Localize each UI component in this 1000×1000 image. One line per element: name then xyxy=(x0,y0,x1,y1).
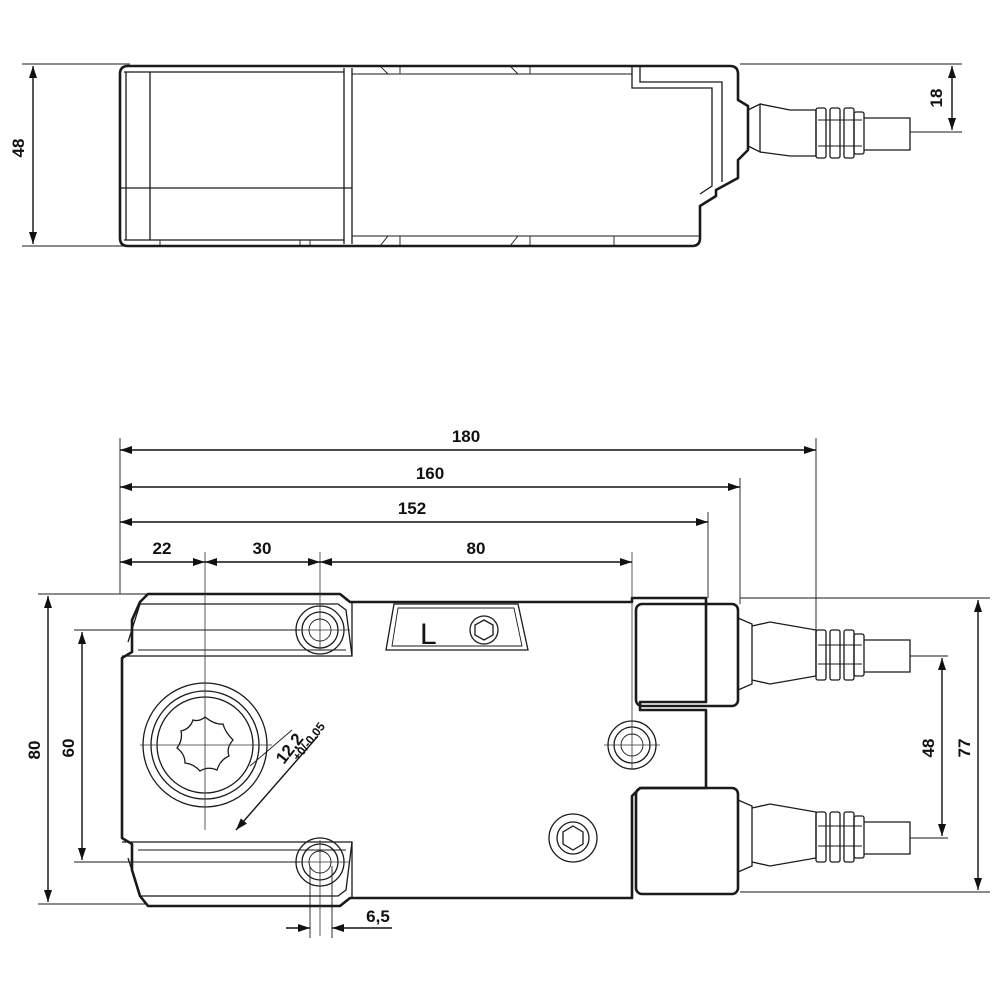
dim-connector-spacing: 48 xyxy=(919,739,938,758)
dim-overall-width: 80 xyxy=(25,741,44,760)
star-shaft-icon xyxy=(176,716,234,772)
dim-connector-width: 77 xyxy=(955,739,974,758)
dim-hole-distance: 60 xyxy=(59,739,78,758)
side-cable xyxy=(747,102,911,159)
dim-side-height: 48 xyxy=(9,139,28,158)
hex-screw-icon xyxy=(474,619,494,641)
dim-hole-spacing: 30 xyxy=(253,539,272,558)
top-housing xyxy=(120,592,708,908)
hex-screw-bottom xyxy=(548,813,598,863)
top-view: L xyxy=(25,427,990,938)
side-view: 48 18 xyxy=(9,63,962,248)
dim-first-hole: 22 xyxy=(153,539,172,558)
connector-top xyxy=(634,602,911,708)
side-housing xyxy=(118,64,750,248)
dim-overall-length: 180 xyxy=(452,427,480,446)
dim-hole-diameter: 6,5 xyxy=(366,907,390,926)
connector-bottom xyxy=(634,786,911,896)
dim-cable-offset: 18 xyxy=(927,89,946,108)
dim-shaft-line xyxy=(235,735,319,831)
function-symbol: L xyxy=(420,618,437,651)
label-recess xyxy=(385,603,529,651)
dim-body-length: 152 xyxy=(398,499,426,518)
dim-connector-length: 160 xyxy=(416,464,444,483)
dim-connector-offset: 80 xyxy=(467,539,486,558)
